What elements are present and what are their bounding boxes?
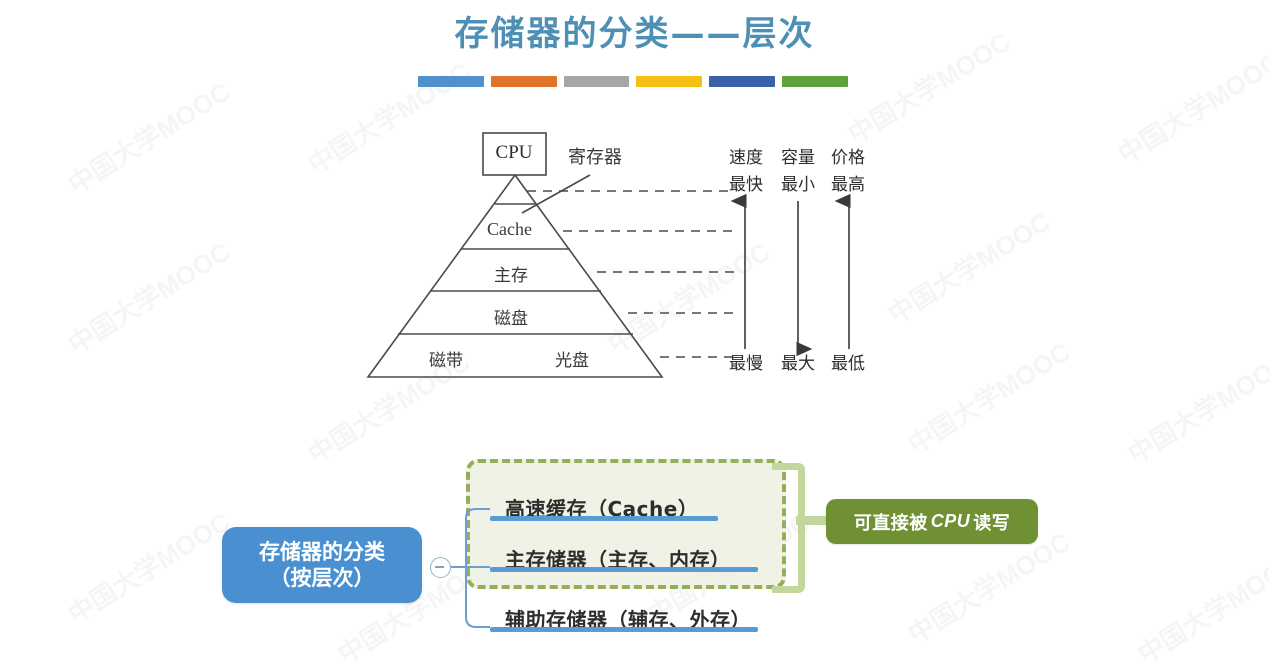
group-brace-stem [796, 516, 828, 525]
accent-bar-green [782, 76, 848, 87]
pyramid-svg [366, 132, 851, 378]
accent-bar-darkblue [709, 76, 776, 87]
accent-bar-orange [490, 76, 557, 87]
callout-prefix: 可直接被 [853, 512, 928, 534]
accent-bar-row [418, 76, 848, 87]
pyramid-label-main: 主存 [494, 266, 528, 286]
callout-emphasis: CPU [930, 511, 971, 531]
collapse-toggle-icon[interactable] [430, 557, 451, 578]
connector-branch-aux [465, 616, 490, 628]
pyramid-label-cache: Cache [487, 219, 532, 239]
pyramid-label-optical: 光盘 [555, 351, 589, 371]
callout-suffix: 读写 [973, 512, 1011, 534]
cpu-box [482, 132, 547, 176]
root-line-1: 存储器的分类 [259, 539, 385, 564]
mindmap-leaf-underline-main [490, 567, 758, 572]
register-label: 寄存器 [568, 147, 622, 168]
mindmap-leaf-underline-auxiliary [490, 627, 758, 632]
metric-top-capacity: 最小 [781, 175, 815, 195]
pyramid-label-disk: 磁盘 [494, 309, 528, 329]
metric-head-price: 价格 [831, 148, 865, 168]
metric-bottom-price: 最低 [831, 354, 865, 374]
metric-head-capacity: 容量 [781, 148, 815, 168]
accent-bar-yellow [636, 76, 703, 87]
metric-bottom-capacity: 最大 [781, 354, 815, 374]
accent-bar-blue [418, 76, 484, 87]
group-brace [772, 463, 805, 593]
title-area: 存储器的分类——层次 [0, 14, 1269, 54]
metric-head-speed: 速度 [729, 148, 763, 168]
page-title: 存储器的分类——层次 [454, 14, 815, 54]
metric-top-speed: 最快 [729, 175, 763, 195]
mindmap-leaf-underline-cache [490, 516, 718, 521]
root-line-2: （按层次） [269, 566, 375, 590]
register-leader-line [521, 174, 591, 214]
pyramid-label-tape: 磁带 [429, 351, 463, 371]
mindmap-root-node[interactable]: 存储器的分类 （按层次） [222, 527, 422, 603]
memory-hierarchy-diagram: CPU 寄存器 Cache 主存 磁盘 磁带 光盘 速度 容量 价格 最快 最小… [366, 132, 865, 378]
cpu-label: CPU [495, 142, 533, 163]
metric-top-price: 最高 [831, 175, 865, 195]
metric-bottom-speed: 最慢 [729, 354, 763, 374]
accent-bar-gray [563, 76, 630, 87]
pyramid-outline [366, 173, 664, 378]
